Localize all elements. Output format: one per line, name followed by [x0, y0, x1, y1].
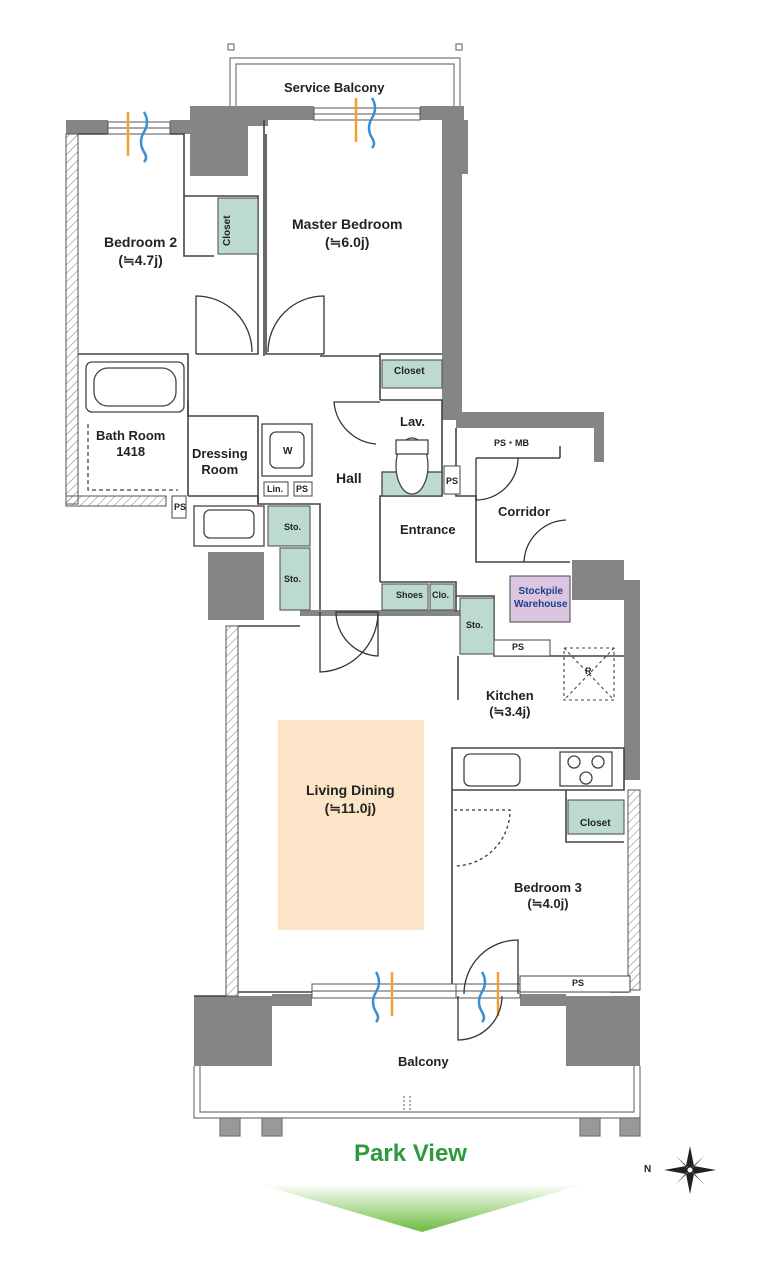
ps-lav-label: PS — [446, 476, 459, 486]
ps-dressing-label: PS — [296, 484, 309, 494]
service-balcony-label: Service Balcony — [284, 80, 385, 95]
storage2-label: Sto. — [284, 574, 301, 584]
living-dining-size: (≒11.0j) — [324, 799, 377, 816]
view-arrow — [258, 1184, 584, 1232]
ventilation-arrows — [126, 97, 500, 1023]
entrance-label: Entrance — [400, 522, 456, 537]
dressing-room-label: Dressing Room — [192, 446, 248, 479]
washer-box — [261, 423, 313, 477]
walls — [66, 106, 640, 1066]
balcony-railing — [193, 1066, 641, 1137]
storage1-label: Sto. — [284, 522, 301, 532]
ps-kitchen-label: PS — [512, 642, 525, 652]
storage3-label: Sto. — [466, 620, 483, 630]
master-bedroom-label: Master Bedroom (≒6.0j) — [292, 216, 402, 251]
living-dining-name: Living Dining — [306, 782, 395, 798]
bedroom3-label: Bedroom 3 (≒4.0j) — [514, 880, 582, 913]
stockpile-line1: Stockpile — [518, 586, 563, 597]
master-bedroom-name: Master Bedroom — [292, 216, 403, 232]
windows — [107, 107, 521, 999]
ps-mb-label: PS・MB — [494, 438, 530, 448]
storage-fills — [171, 197, 631, 993]
toilet — [381, 437, 443, 497]
dressing-line1: Dressing — [192, 446, 248, 461]
bedroom2-closet-label: Closet — [222, 215, 233, 246]
bedroom2-label: Bedroom 2 (≒4.7j) — [104, 234, 177, 269]
bedroom3-size: (≒4.0j) — [527, 896, 569, 912]
washer-label: W — [283, 446, 293, 457]
dressing-line2: Room — [201, 462, 239, 478]
bedroom2-name: Bedroom 2 — [104, 234, 178, 250]
doors — [195, 295, 567, 1041]
kitchen-label: Kitchen (≒3.4j) — [486, 688, 534, 721]
bathroom-size: 1418 — [116, 444, 146, 460]
bedroom3-closet-label: Closet — [580, 818, 611, 829]
shoes-label: Shoes — [396, 590, 424, 600]
linen-label: Lin. — [267, 484, 283, 494]
kitchen-appliances — [463, 751, 613, 787]
bedroom3-name: Bedroom 3 — [514, 880, 582, 895]
fridge — [563, 647, 615, 701]
lavatory-label: Lav. — [400, 414, 426, 429]
living-dining-label: Living Dining (≒11.0j) — [306, 782, 395, 817]
ps-bedroom3-label: PS — [572, 978, 585, 988]
stockpile-warehouse-label: Stockpile Warehouse — [514, 586, 568, 611]
compass-north-label: N — [644, 1164, 652, 1175]
hatched-walls — [65, 133, 641, 997]
ps-bath-label: PS — [174, 502, 187, 512]
stockpile-warehouse — [509, 575, 571, 623]
kitchen-size: (≒3.4j) — [489, 704, 531, 720]
bathroom-name: Bath Room — [96, 428, 166, 443]
compass-icon — [664, 1146, 716, 1194]
bedroom2-size: (≒4.7j) — [118, 251, 163, 268]
corridor-label: Corridor — [498, 504, 550, 519]
master-bedroom-size: (≒6.0j) — [325, 233, 370, 250]
service-balcony-railing — [227, 43, 463, 112]
fridge-label: R — [585, 666, 592, 676]
vanity-basin — [193, 505, 265, 547]
clo-label: Clo. — [432, 590, 449, 600]
balcony-label: Balcony — [398, 1054, 449, 1069]
bathroom-label: Bath Room 1418 — [96, 428, 165, 461]
park-view-label: Park View — [354, 1140, 467, 1167]
kitchen-name: Kitchen — [486, 688, 534, 703]
living-dining-highlight — [278, 720, 424, 930]
hall-label: Hall — [336, 470, 362, 486]
stockpile-line2: Warehouse — [514, 598, 568, 610]
master-closet-label: Closet — [394, 366, 425, 377]
bathtub — [85, 361, 185, 491]
